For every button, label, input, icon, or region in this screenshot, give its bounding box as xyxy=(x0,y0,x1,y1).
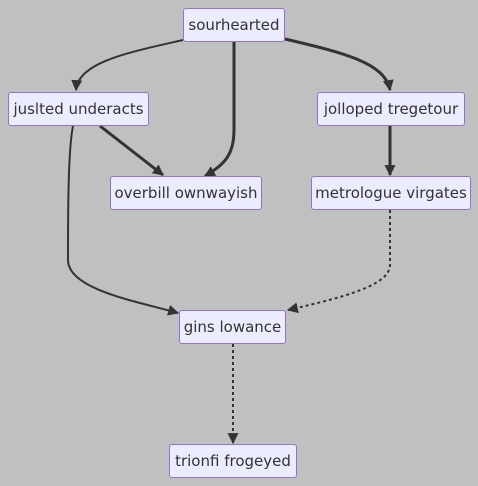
node-metrologue-virgates[interactable]: metrologue virgates xyxy=(311,176,471,210)
node-label: sourhearted xyxy=(188,15,280,34)
node-label: gins lowance xyxy=(183,317,282,336)
edge-sourhearted-juslted-underacts xyxy=(71,39,184,92)
node-label: jolloped tregetour xyxy=(323,99,459,118)
node-sourhearted[interactable]: sourhearted xyxy=(183,8,285,42)
node-label: trionfi frogeyed xyxy=(175,451,291,470)
edge-sourhearted-overbill-ownwayish xyxy=(204,42,236,178)
edge-juslted-underacts-overbill-ownwayish xyxy=(99,124,164,177)
node-label: metrologue virgates xyxy=(315,183,467,202)
edge-metrologue-virgates-gins-lowance xyxy=(286,210,391,314)
node-gins-lowance[interactable]: gins lowance xyxy=(179,310,286,344)
node-label: juslted underacts xyxy=(13,99,144,118)
node-juslted-underacts[interactable]: juslted underacts xyxy=(8,92,149,126)
edge-sourhearted-jolloped-tregetour xyxy=(284,37,394,92)
node-trionfi-frogeyed[interactable]: trionfi frogeyed xyxy=(169,444,297,478)
node-jolloped-tregetour[interactable]: jolloped tregetour xyxy=(317,92,465,126)
node-overbill-ownwayish[interactable]: overbill ownwayish xyxy=(110,176,262,210)
edge-juslted-underacts-gins-lowance xyxy=(66,125,180,316)
node-label: overbill ownwayish xyxy=(114,183,258,202)
